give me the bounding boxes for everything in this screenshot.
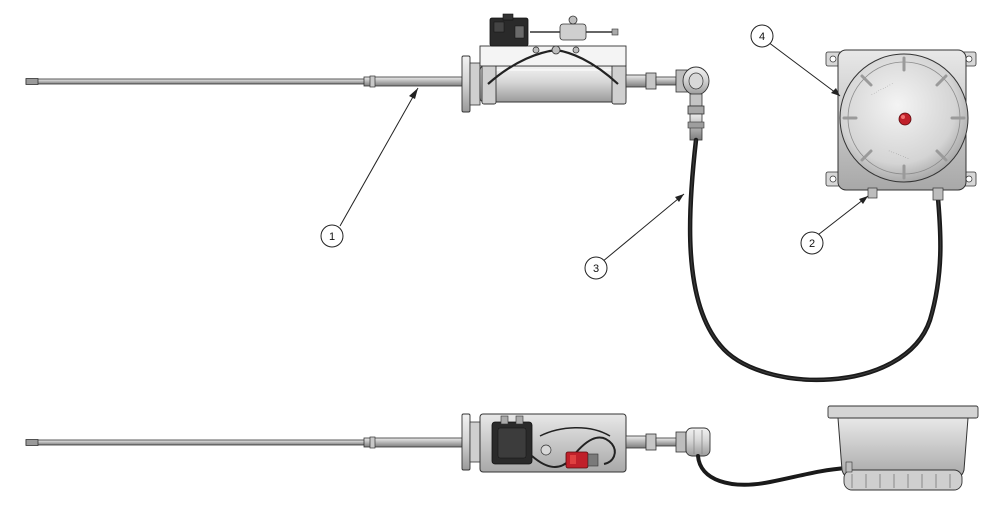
leader-arrowheads [409,88,868,204]
signal-cable-side [696,454,848,487]
probe-rod-side [25,439,367,446]
leader-lines [339,41,869,263]
junction-head [675,66,710,141]
probe-rod [25,78,367,85]
callout-1: 1 [320,224,344,248]
callout-4-label: 4 [759,31,765,43]
mounting-flange-side [461,413,471,471]
red-actuator-side [565,451,589,469]
callout-3: 3 [584,256,608,280]
mounting-flange [461,55,471,113]
probe-assembly-top [25,13,710,141]
mounting-plate [479,45,627,67]
callout-4: 4 [750,24,774,48]
valve-fitting [559,23,587,41]
control-enclosure-top: · · · · · · · · · · · · · · · · · · · [825,49,977,201]
control-enclosure-side [827,405,979,491]
probe-tip [25,78,39,85]
probe-assembly-side [25,413,711,473]
callout-1-label: 1 [329,231,335,243]
callout-2-label: 2 [809,238,815,250]
callout-2: 2 [800,231,824,255]
probe-sleeve [363,76,463,87]
junction-head-side [685,427,711,457]
enclosure-body-side [837,417,969,479]
indicator-light [898,112,912,126]
callout-3-label: 3 [593,263,599,275]
